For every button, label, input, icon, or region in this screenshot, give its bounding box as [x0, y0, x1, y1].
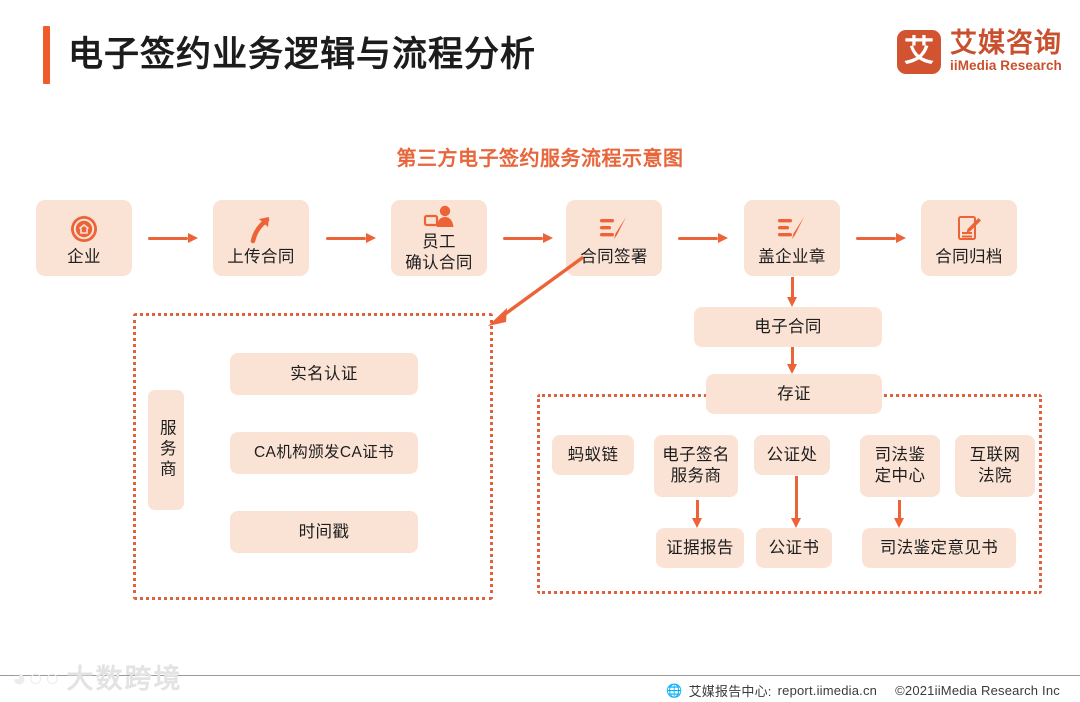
document-pen-icon	[954, 210, 984, 244]
node-evidence-deposit[interactable]: 存证	[706, 374, 882, 414]
evidence-provider-esign-service[interactable]: 电子签名 服务商	[654, 435, 738, 497]
signature-icon	[598, 210, 630, 244]
service-provider-text: 服务商	[157, 419, 176, 481]
evidence-output-notarial-certificate[interactable]: 公证书	[756, 528, 832, 568]
provider-item-real-name-auth[interactable]: 实名认证	[230, 353, 418, 395]
flow-arrow-vertical	[787, 277, 797, 307]
globe-icon: 🌐	[666, 682, 683, 698]
flow-arrow-vertical	[894, 500, 904, 528]
node-label: 存证	[777, 385, 811, 403]
flow-node-contract-archive[interactable]: 合同归档	[921, 200, 1017, 276]
flow-node-label: 合同签署	[580, 247, 648, 266]
logo-mark-icon: 艾	[897, 30, 941, 74]
evidence-provider-judicial-center[interactable]: 司法鉴 定中心	[860, 435, 940, 497]
flow-node-company-stamp[interactable]: 盖企业章	[744, 200, 840, 276]
company-seal-icon	[69, 210, 99, 244]
service-provider-group	[133, 313, 493, 600]
node-electronic-contract[interactable]: 电子合同	[694, 307, 882, 347]
chart-subtitle: 第三方电子签约服务流程示意图	[396, 148, 684, 170]
flow-node-label: 盖企业章	[758, 247, 826, 266]
flow-arrow	[503, 233, 553, 243]
logo-name-cn: 艾媒咨询	[950, 28, 1062, 59]
upload-arrow-icon	[247, 210, 275, 244]
provider-item-ca-certificate[interactable]: CA机构颁发CA证书	[230, 432, 418, 474]
node-label: 司法鉴定意见书	[879, 539, 999, 557]
flow-node-enterprise[interactable]: 企业	[36, 200, 132, 276]
watermark: ◕○○ 大数跨境	[12, 658, 183, 700]
node-label: 公证处	[766, 446, 818, 464]
node-label-line2: 服务商	[670, 467, 722, 485]
signature-icon	[776, 210, 808, 244]
footer-copyright: ©2021iiMedia Research Inc	[895, 683, 1060, 698]
evidence-output-evidence-report[interactable]: 证据报告	[656, 528, 744, 568]
flow-node-label: 合同归档	[935, 247, 1003, 266]
logo-name-en: iiMedia Research	[950, 57, 1062, 73]
node-label-line1: 司法鉴	[874, 446, 926, 464]
footer-source: 🌐 艾媒报告中心: report.iimedia.cn ©2021iiMedia…	[666, 681, 1060, 700]
node-label-line2: 定中心	[874, 467, 926, 485]
flow-node-label: 企业	[67, 247, 101, 266]
node-label-line2: 法院	[978, 467, 1012, 485]
footer-url[interactable]: report.iimedia.cn	[777, 683, 878, 698]
flow-node-contract-signing[interactable]: 合同签署	[566, 200, 662, 276]
flow-node-label-line1: 员工	[422, 232, 456, 251]
service-provider-label: 服务商	[148, 390, 184, 510]
footer-divider	[0, 675, 1080, 676]
employee-confirm-icon	[422, 203, 456, 229]
footer-source-label: 艾媒报告中心:	[688, 684, 772, 699]
node-label: 蚂蚁链	[567, 446, 619, 464]
provider-item-timestamp[interactable]: 时间戳	[230, 511, 418, 553]
flow-arrow	[856, 233, 906, 243]
iimedia-logo: 艾 艾媒咨询 iiMedia Research	[897, 24, 1062, 80]
evidence-provider-internet-court[interactable]: 互联网 法院	[955, 435, 1035, 497]
evidence-output-judicial-opinion[interactable]: 司法鉴定意见书	[862, 528, 1016, 568]
flow-arrow	[326, 233, 376, 243]
node-label: 时间戳	[298, 523, 350, 541]
flow-node-upload-contract[interactable]: 上传合同	[213, 200, 309, 276]
evidence-provider-notary-office[interactable]: 公证处	[754, 435, 830, 475]
node-label-line1: 互联网	[969, 446, 1021, 464]
flow-node-label-line2: 确认合同	[405, 253, 473, 272]
flow-arrow	[148, 233, 198, 243]
watermark-text: 大数跨境	[66, 664, 183, 694]
flow-arrow-vertical	[791, 476, 801, 528]
node-label: 实名认证	[290, 365, 358, 383]
logo-text: 艾媒咨询 iiMedia Research	[950, 29, 1062, 74]
node-label-line1: 电子签名	[662, 446, 730, 464]
logo-mark-glyph: 艾	[904, 35, 934, 68]
flow-arrow-vertical	[692, 500, 702, 528]
flow-node-label: 上传合同	[227, 247, 295, 266]
evidence-provider-ant-chain[interactable]: 蚂蚁链	[552, 435, 634, 475]
title-accent-bar	[43, 26, 50, 84]
node-label: CA机构颁发CA证书	[253, 444, 395, 461]
flow-node-employee-confirm[interactable]: 员工 确认合同	[391, 200, 487, 276]
node-label: 证据报告	[666, 539, 734, 557]
flow-arrow-vertical	[787, 346, 797, 374]
page-title: 电子签约业务逻辑与流程分析	[68, 35, 537, 74]
node-label: 公证书	[768, 539, 820, 557]
node-label: 电子合同	[754, 318, 822, 336]
flow-arrow	[678, 233, 728, 243]
watermark-badge-icon: ◕○○	[12, 665, 62, 692]
